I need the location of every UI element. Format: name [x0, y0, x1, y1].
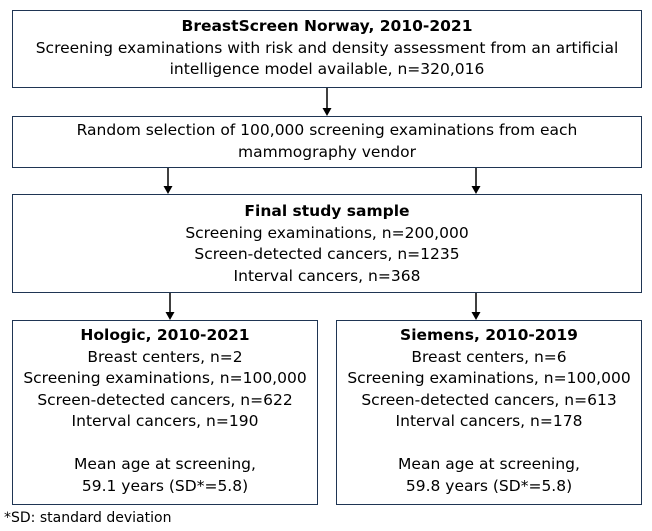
- siemens-line-1: Breast centers, n=6: [411, 347, 567, 366]
- final-sample-line-1: Screening examinations, n=200,000: [185, 223, 469, 242]
- siemens-line-2: Screening examinations, n=100,000: [347, 369, 631, 387]
- final-sample-title: Final study sample: [244, 202, 410, 220]
- arrow-selection-to-final-right: [471, 168, 481, 194]
- arrow-final-to-siemens: [471, 293, 481, 320]
- hologic-line-4: Interval cancers, n=190: [71, 412, 259, 430]
- siemens-line-4: Interval cancers, n=178: [395, 412, 583, 430]
- footnote: *SD: standard deviation: [4, 510, 172, 526]
- hologic-age-line-1: Mean age at screening,: [74, 455, 256, 473]
- hologic-line-1: Breast centers, n=2: [87, 347, 243, 366]
- selection-line-2: mammography vendor: [238, 142, 416, 161]
- hologic-line-2: Screening examinations, n=100,000: [23, 369, 307, 387]
- source-line-1: Screening examinations with risk and den…: [35, 38, 619, 57]
- source-title: BreastScreen Norway, 2010-2021: [181, 17, 473, 35]
- final-sample-line-3: Interval cancers, n=368: [233, 266, 421, 285]
- hologic-line-3: Screen-detected cancers, n=622: [37, 390, 293, 409]
- hologic-title: Hologic, 2010-2021: [80, 326, 250, 344]
- source-box: BreastScreen Norway, 2010-2021 Screening…: [12, 10, 642, 88]
- siemens-line-3: Screen-detected cancers, n=613: [361, 390, 617, 409]
- final-sample-line-2: Screen-detected cancers, n=1235: [194, 245, 460, 263]
- hologic-spacer: [13, 433, 317, 455]
- siemens-title: Siemens, 2010-2019: [400, 326, 578, 344]
- hologic-age-line-2: 59.1 years (SD*=5.8): [81, 476, 249, 495]
- final-sample-box: Final study sample Screening examination…: [12, 194, 642, 293]
- arrow-selection-to-final-left: [163, 168, 173, 194]
- siemens-spacer: [337, 433, 641, 455]
- selection-box: Random selection of 100,000 screening ex…: [12, 116, 642, 168]
- arrow-source-to-selection: [322, 88, 332, 116]
- siemens-age-line-2: 59.8 years (SD*=5.8): [405, 476, 573, 495]
- hologic-box: Hologic, 2010-2021 Breast centers, n=2 S…: [12, 320, 318, 505]
- source-line-2: intelligence model available, n=320,016: [169, 60, 485, 78]
- siemens-age-line-1: Mean age at screening,: [398, 455, 580, 473]
- arrow-final-to-hologic: [165, 293, 175, 320]
- siemens-box: Siemens, 2010-2019 Breast centers, n=6 S…: [336, 320, 642, 505]
- selection-line-1: Random selection of 100,000 screening ex…: [76, 121, 578, 139]
